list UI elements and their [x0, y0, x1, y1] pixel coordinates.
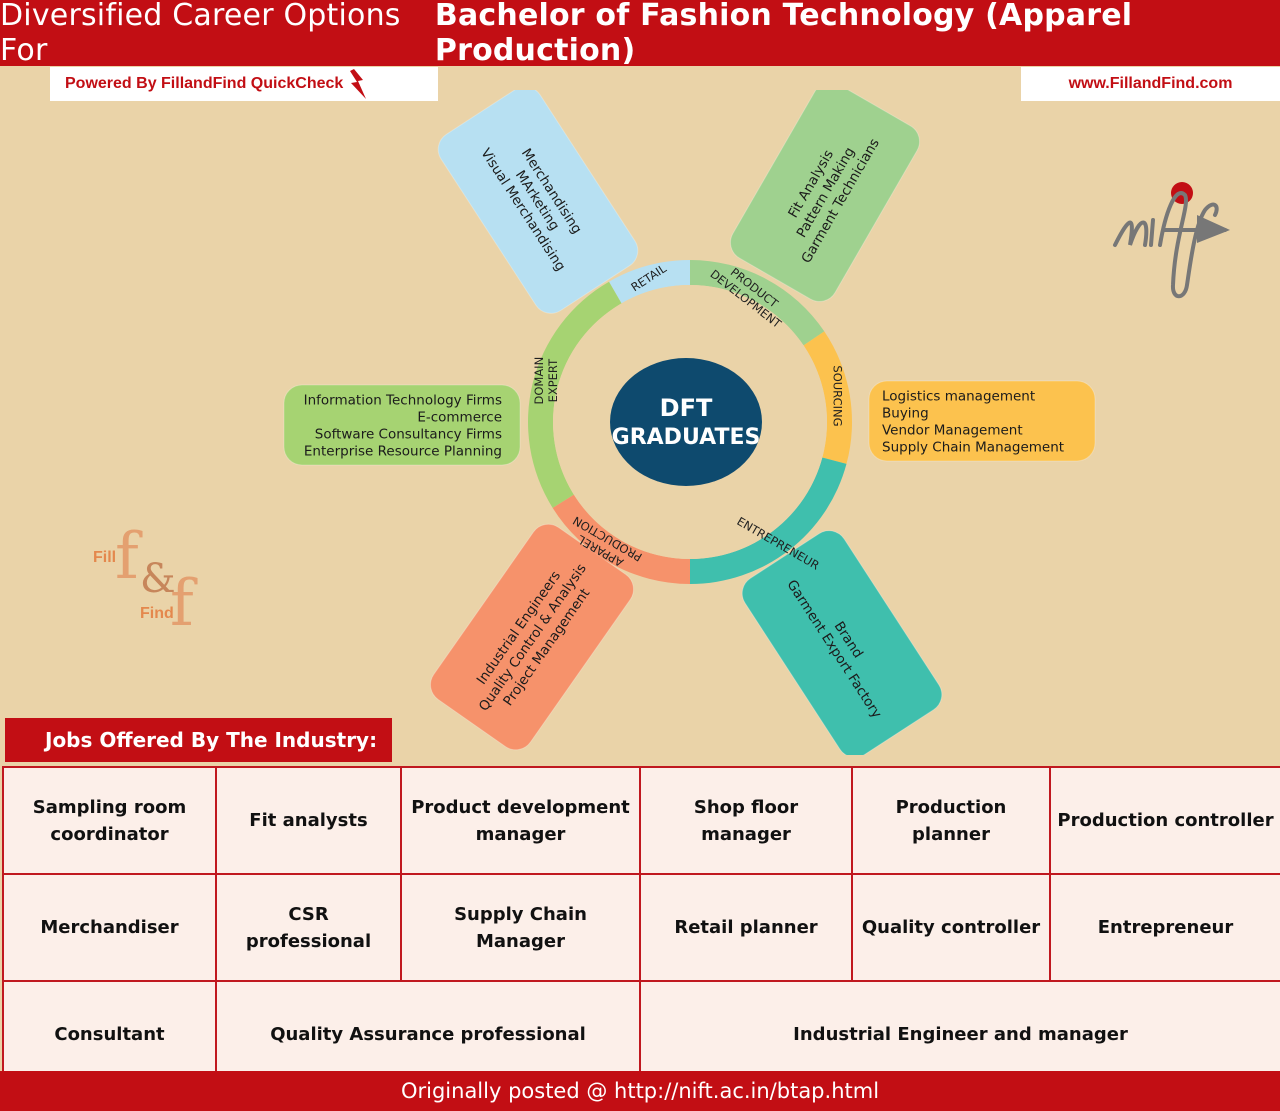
card-item-text: E-commerce	[417, 410, 502, 426]
powered-by-badge: Powered By FillandFind QuickCheck	[50, 67, 438, 101]
title-prefix: Diversified Career Options For	[0, 0, 401, 68]
card-item-text: Enterprise Resource Planning	[304, 444, 502, 460]
svg-text:f: f	[170, 567, 198, 630]
ff-fill-text: Fill	[93, 549, 116, 566]
table-cell: Product development manager	[400, 766, 641, 875]
table-row: Merchandiser CSR professional Supply Cha…	[2, 873, 1280, 982]
jobs-heading: Jobs Offered By The Industry:	[5, 718, 392, 762]
lightning-icon	[350, 69, 367, 99]
powered-by-text: Powered By FillandFind QuickCheck	[65, 75, 344, 92]
fillandfind-logo: Fill Find f & f	[93, 520, 198, 630]
table-cell: Shop floor manager	[639, 766, 853, 875]
card-shape	[868, 380, 1096, 462]
card-shape	[437, 90, 639, 314]
table-cell: Supply Chain Manager	[400, 873, 641, 982]
website-link[interactable]: www.FillandFind.com	[1021, 67, 1280, 101]
domain-expert-ring-segment	[528, 281, 622, 508]
table-cell: Quality controller	[851, 873, 1051, 982]
card-shape	[729, 90, 921, 303]
card-shape	[741, 530, 943, 755]
table-cell: Entrepreneur	[1049, 873, 1280, 982]
segment-label: SOURCING	[831, 365, 845, 426]
entrepreneur-card	[741, 530, 943, 755]
segment-label-text: EXPERT	[546, 358, 560, 402]
table-cell: Fit analysts	[215, 766, 402, 875]
segment-label-text: SOURCING	[831, 365, 845, 426]
retail-ring-segment	[609, 260, 690, 304]
table-cell: Production controller	[1049, 766, 1280, 875]
center-title-line2: GRADUATES	[612, 425, 761, 450]
card-item-text: Logistics management	[882, 389, 1035, 405]
card-items: Information Technology FirmsE-commerceSo…	[304, 393, 502, 460]
product-development-ring-segment	[690, 260, 825, 346]
retail-card	[437, 90, 639, 314]
table-cell: Consultant	[2, 980, 217, 1089]
table-cell: Retail planner	[639, 873, 853, 982]
table-cell: Merchandiser	[2, 873, 217, 982]
card-item-text: Supply Chain Management	[882, 440, 1064, 456]
table-cell: Quality Assurance professional	[215, 980, 641, 1089]
card-item-text: Vendor Management	[882, 423, 1023, 439]
title-bold: Bachelor of Fashion Technology (Apparel …	[434, 0, 1133, 68]
svg-text:&: &	[140, 556, 176, 602]
center-title-line1: DFT	[660, 394, 713, 422]
jobs-table: Sampling room coordinator Fit analysts P…	[2, 766, 1280, 1089]
ff-find-text: Find	[140, 605, 174, 622]
product-development-card	[729, 90, 921, 303]
source-footer: Originally posted @ http://nift.ac.in/bt…	[0, 1071, 1280, 1111]
center-circle	[610, 358, 762, 486]
sourcing-card	[868, 380, 1096, 462]
apparel-production-ring-segment	[552, 494, 690, 584]
card-item-text: Information Technology Firms	[304, 393, 502, 409]
svg-text:f: f	[115, 520, 143, 594]
table-cell: Production planner	[851, 766, 1051, 875]
table-cell: Sampling room coordinator	[2, 766, 217, 875]
card-item-text: Software Consultancy Firms	[315, 427, 502, 443]
title-banner: Diversified Career Options For Bachelor …	[0, 0, 1280, 68]
table-row: Sampling room coordinator Fit analysts P…	[2, 766, 1280, 875]
table-cell: CSR professional	[215, 873, 402, 982]
domain-expert-card	[283, 384, 521, 466]
segment-label-text: DOMAIN	[532, 357, 546, 405]
entrepreneur-ring-segment	[690, 457, 847, 584]
sourcing-ring-segment	[803, 331, 852, 464]
card-shape	[283, 384, 521, 466]
card-item-text: Buying	[882, 406, 929, 422]
table-row: Consultant Quality Assurance professiona…	[2, 980, 1280, 1089]
nift-logo	[1113, 182, 1230, 299]
